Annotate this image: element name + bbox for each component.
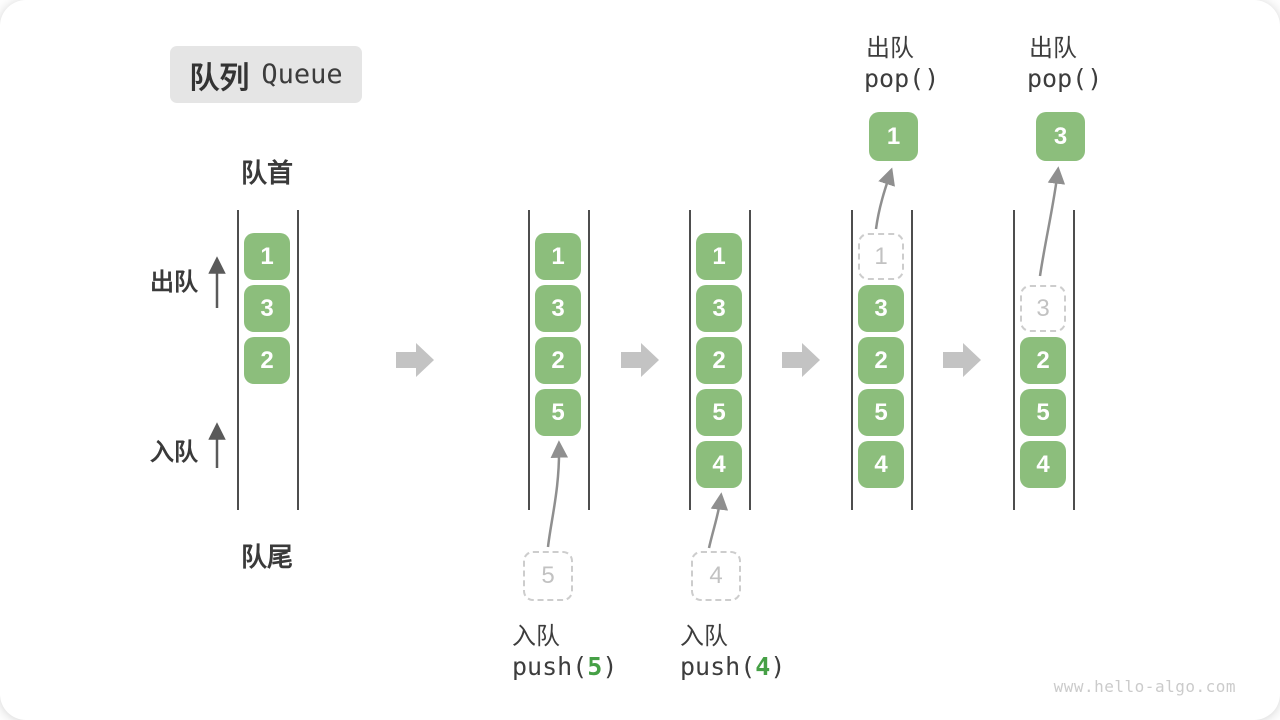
code-close: ) — [770, 652, 786, 681]
state-transition-arrow-icon — [943, 343, 981, 377]
queue-element: 3 — [858, 285, 904, 332]
enqueue-action-label: 入队 — [680, 623, 728, 650]
queue-element: 1 — [696, 233, 742, 280]
dequeue-action-label: 出队 — [866, 35, 914, 62]
pop-code-label: pop() — [1027, 64, 1103, 93]
queue-element: 5 — [858, 389, 904, 436]
state-transition-arrow-icon — [396, 343, 434, 377]
dequeue-motion-arrow-icon — [1038, 166, 1066, 277]
queue-element: 3 — [696, 285, 742, 332]
queue-wall-line — [297, 210, 299, 510]
enqueue-motion-arrow-icon — [707, 492, 729, 549]
queue-element: 5 — [696, 389, 742, 436]
queue-wall-line — [588, 210, 590, 510]
code-arg: 4 — [755, 652, 771, 681]
popped-element: 3 — [1036, 112, 1085, 161]
code-fn: push( — [680, 652, 756, 681]
dequeue-action-label: 出队 — [1029, 35, 1077, 62]
enqueue-motion-arrow-icon — [546, 440, 569, 548]
popped-element: 1 — [869, 112, 918, 161]
queue-element: 2 — [858, 337, 904, 384]
queue-element: 4 — [858, 441, 904, 488]
queue-front-label: 队首 — [240, 158, 293, 188]
queue-wall-line — [1073, 210, 1075, 510]
queue-wall-line — [851, 210, 853, 510]
queue-element: 2 — [696, 337, 742, 384]
watermark-url: www.hello-algo.com — [1053, 677, 1236, 696]
incoming-element-placeholder: 5 — [523, 551, 573, 601]
removed-element-placeholder: 3 — [1020, 285, 1066, 332]
removed-element-placeholder: 1 — [858, 233, 904, 280]
queue-element: 2 — [244, 337, 290, 384]
code-arg: 5 — [587, 652, 603, 681]
code-fn: push( — [512, 652, 588, 681]
incoming-element-placeholder: 4 — [691, 551, 741, 601]
push-code-label: push(5) — [512, 652, 617, 681]
queue-element: 5 — [535, 389, 581, 436]
code-close: ) — [602, 652, 618, 681]
diagram-title-box: 队列 Queue — [170, 46, 362, 103]
queue-element: 5 — [1020, 389, 1066, 436]
queue-wall-line — [911, 210, 913, 510]
queue-element: 4 — [696, 441, 742, 488]
queue-element: 2 — [535, 337, 581, 384]
queue-wall-line — [689, 210, 691, 510]
queue-element: 3 — [535, 285, 581, 332]
queue-element: 1 — [535, 233, 581, 280]
queue-wall-line — [528, 210, 530, 510]
queue-element: 3 — [244, 285, 290, 332]
push-code-label: push(4) — [680, 652, 785, 681]
title-zh: 队列 — [189, 61, 250, 95]
state-transition-arrow-icon — [621, 343, 659, 377]
queue-wall-line — [749, 210, 751, 510]
dequeue-side-label: 出队 — [150, 269, 198, 296]
queue-rear-label: 队尾 — [240, 542, 293, 572]
queue-wall-line — [1013, 210, 1015, 510]
queue-element: 4 — [1020, 441, 1066, 488]
enqueue-action-label: 入队 — [512, 623, 560, 650]
state-transition-arrow-icon — [782, 343, 820, 377]
queue-element: 1 — [244, 233, 290, 280]
queue-element: 2 — [1020, 337, 1066, 384]
title-en: Queue — [261, 59, 343, 90]
dequeue-motion-arrow-icon — [874, 167, 895, 230]
enqueue-side-label: 入队 — [150, 439, 198, 466]
queue-wall-line — [237, 210, 239, 510]
pop-code-label: pop() — [864, 64, 940, 93]
